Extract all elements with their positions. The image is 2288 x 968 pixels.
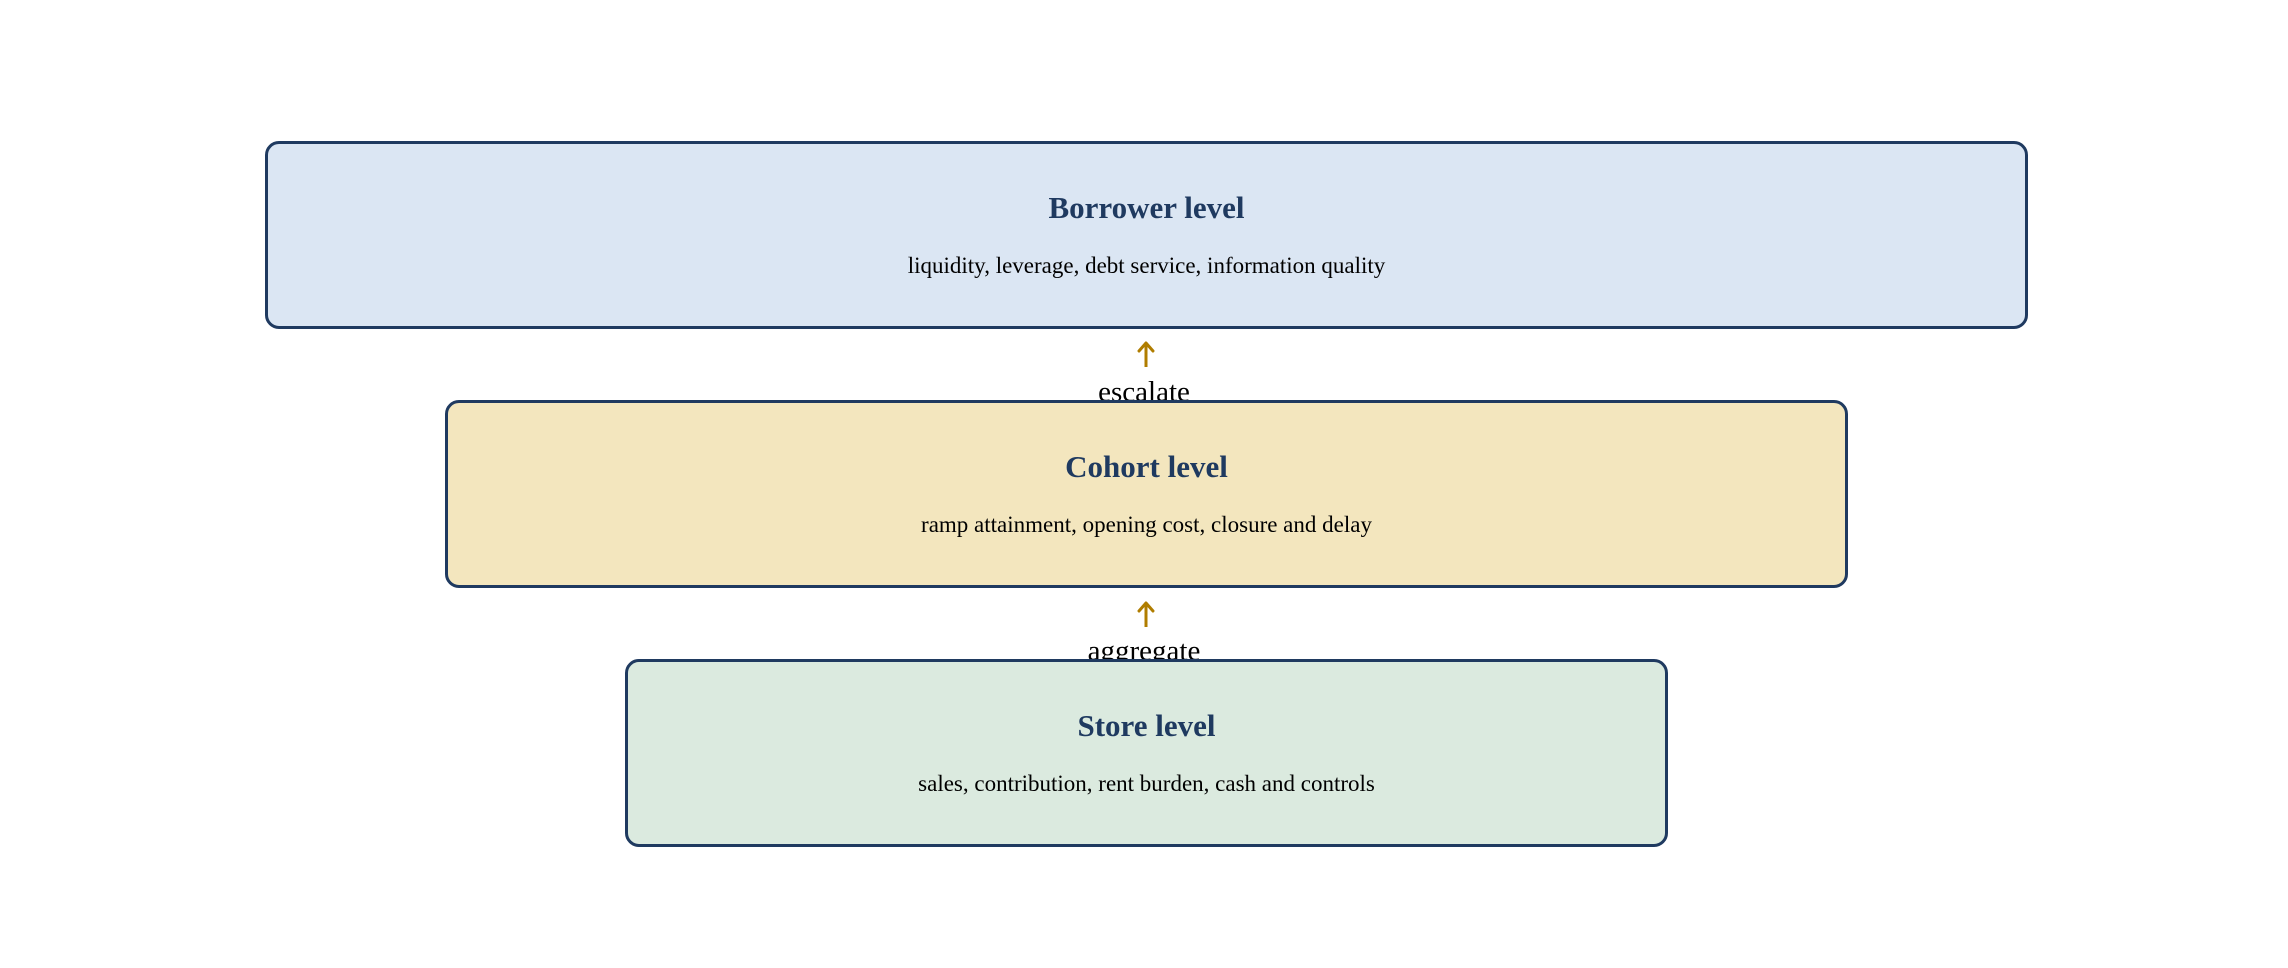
- cohort-level-box: Cohort level ramp attainment, opening co…: [445, 400, 1848, 588]
- arrow-up-icon: [1137, 341, 1155, 367]
- store-level-description: sales, contribution, rent burden, cash a…: [918, 771, 1375, 796]
- store-level-title: Store level: [1077, 708, 1216, 743]
- arrow-up-icon: [1137, 601, 1155, 627]
- borrower-level-box: Borrower level liquidity, leverage, debt…: [265, 141, 2028, 329]
- borrower-level-description: liquidity, leverage, debt service, infor…: [907, 253, 1386, 278]
- borrower-level-title: Borrower level: [1048, 190, 1245, 225]
- store-level-box: Store level sales, contribution, rent bu…: [625, 659, 1668, 847]
- cohort-level-title: Cohort level: [1065, 449, 1228, 484]
- cohort-level-description: ramp attainment, opening cost, closure a…: [921, 512, 1372, 537]
